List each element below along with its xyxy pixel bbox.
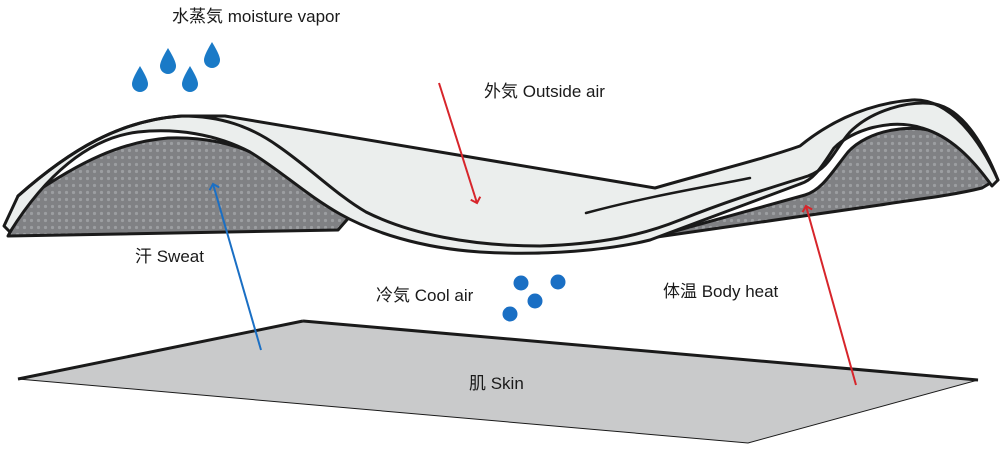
body-heat-arrow — [801, 204, 857, 386]
sweat-label: 汗 Sweat — [135, 247, 204, 266]
circle-dot-icon — [550, 274, 566, 290]
outside-air-arrow — [438, 82, 482, 205]
fabric-layer — [2, 98, 1000, 255]
water-drop-icon — [204, 42, 220, 68]
sweat-arrow — [208, 182, 262, 351]
skin-layer — [17, 319, 979, 444]
water-drop-icon — [132, 66, 148, 92]
fabric-top-surface — [2, 98, 1000, 255]
moisture-vapor-label: 水蒸気 moisture vapor — [172, 7, 340, 26]
body-heat-label: 体温 Body heat — [663, 282, 779, 301]
cool-air-label: 冷気 Cool air — [376, 286, 474, 305]
water-drop-icon — [182, 66, 198, 92]
outside-air-label: 外気 Outside air — [484, 82, 605, 101]
fabric-fold-line — [584, 176, 752, 215]
circle-dot-icon — [513, 275, 529, 291]
moisture-droplets — [132, 42, 220, 92]
circle-dot-icon — [502, 306, 518, 322]
circle-dot-icon — [527, 293, 543, 309]
water-drop-icon — [160, 48, 176, 74]
skin-label: 肌 Skin — [469, 374, 524, 393]
cool-air-dots — [502, 274, 566, 322]
